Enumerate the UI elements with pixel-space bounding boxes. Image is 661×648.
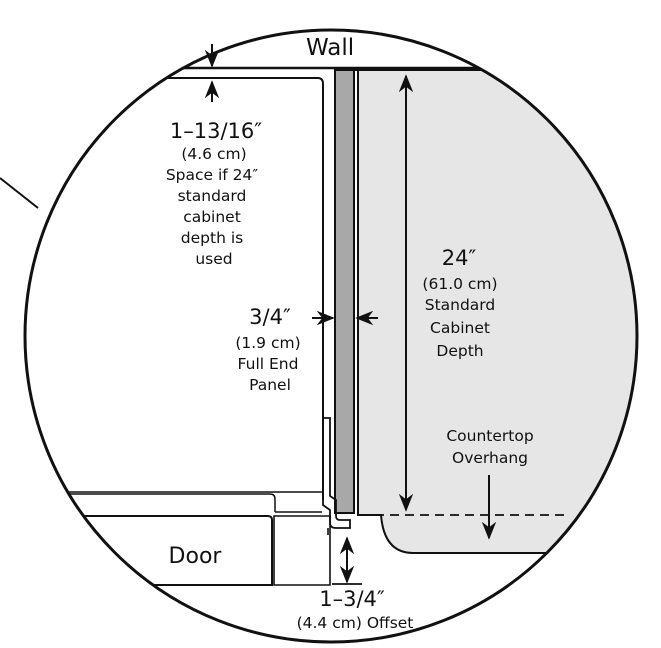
- gap-metric: (4.6 cm): [181, 145, 246, 163]
- detail-circle: [23, 28, 639, 644]
- depth-note-line-3: Depth: [436, 342, 483, 360]
- door-panel: [25, 515, 273, 586]
- panel-note-line-1: Full End: [238, 355, 299, 373]
- wall-label: Wall: [306, 35, 354, 61]
- door-adjacent-panel: [273, 515, 331, 586]
- offset-measurement: 1–3/4″: [319, 587, 385, 611]
- overhang-note-line-2: Overhang: [452, 449, 528, 467]
- gap-note-line-3: cabinet: [183, 208, 241, 226]
- dishwasher-body: [25, 77, 324, 500]
- callout-leader-line: [0, 177, 39, 209]
- offset-note: (4.4 cm) Offset: [297, 614, 414, 632]
- depth-measurement: 24″: [442, 246, 477, 270]
- depth-metric: (61.0 cm): [422, 275, 497, 293]
- gap-note-line-1: Space if 24″: [166, 166, 259, 184]
- panel-note-line-2: Panel: [249, 376, 291, 394]
- depth-note-line-2: Cabinet: [430, 319, 490, 337]
- gap-note-line-4: depth is: [181, 229, 243, 247]
- gap-note-line-5: used: [195, 250, 232, 268]
- overhang-note-line-1: Countertop: [446, 427, 533, 445]
- depth-note-line-1: Standard: [425, 296, 496, 314]
- gap-note-line-2: standard: [178, 187, 247, 205]
- full-end-panel: [334, 69, 355, 514]
- toe-kick-strip: [25, 493, 276, 512]
- panel-metric: (1.9 cm): [235, 334, 300, 352]
- gap-measurement: 1–13/16″: [170, 119, 262, 143]
- panel-measurement: 3/4″: [249, 305, 291, 329]
- standard-cabinet: [352, 69, 637, 554]
- door-label: Door: [169, 544, 223, 569]
